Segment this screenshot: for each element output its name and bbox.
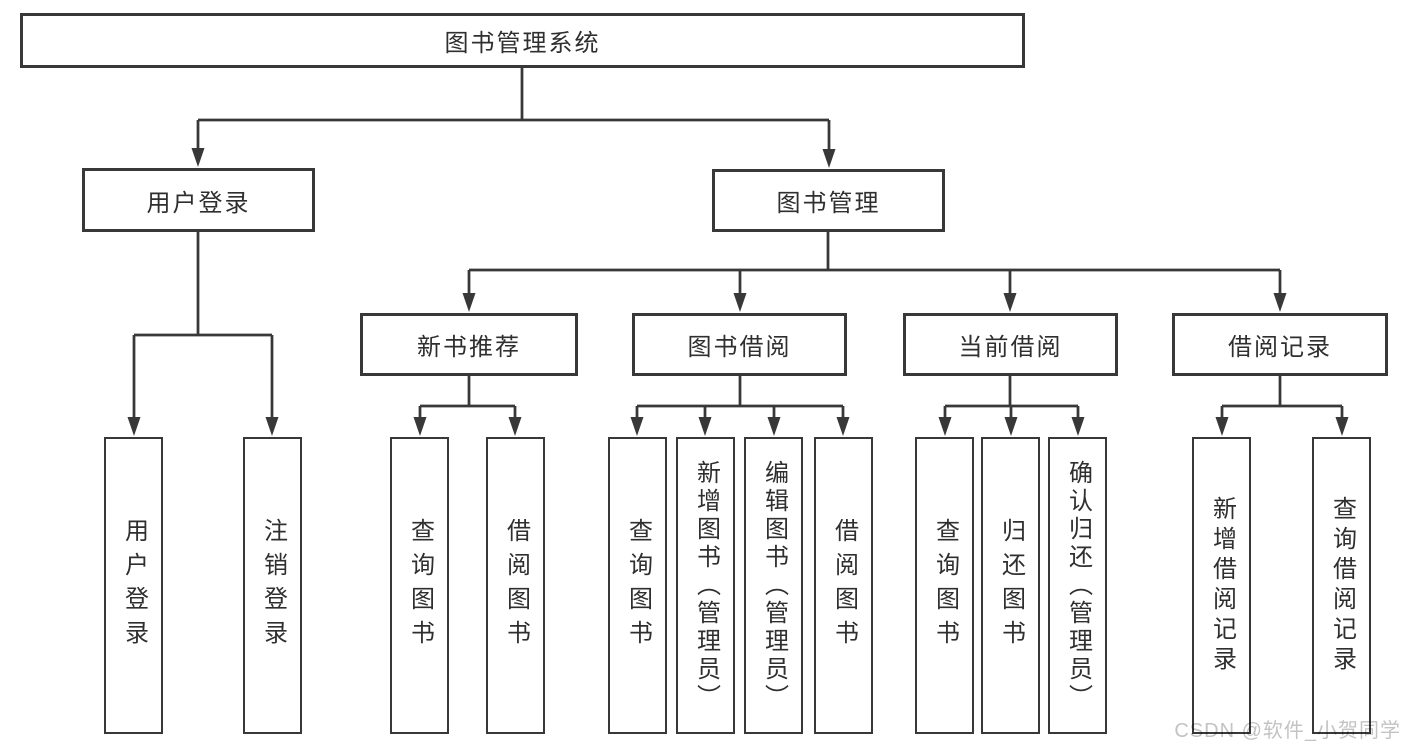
leaf-query-books-2-label: 查询图书 (624, 517, 652, 654)
leaf-query-books-1: 查询图书 (390, 437, 449, 734)
leaf-borrow-books-2: 借阅图书 (814, 437, 873, 734)
leaf-query-books-1-label: 查询图书 (406, 517, 434, 654)
leaf-borrow-books-2-label: 借阅图书 (830, 517, 858, 654)
leaf-user-login-label: 用户登录 (120, 517, 148, 654)
node-new-book-recommend: 新书推荐 (360, 313, 578, 376)
leaf-logout: 注销登录 (243, 437, 302, 734)
leaf-return-books: 归还图书 (981, 437, 1040, 734)
node-root-label: 图书管理系统 (444, 30, 601, 57)
node-root-library-system: 图书管理系统 (20, 13, 1025, 68)
node-user-login-label: 用户登录 (146, 189, 251, 217)
arrowheads (127, 148, 1349, 436)
leaf-query-borrow-record: 查询借阅记录 (1312, 437, 1371, 734)
leaf-add-borrow-record-label: 新增借阅记录 (1208, 495, 1236, 676)
leaf-add-borrow-record: 新增借阅记录 (1192, 437, 1251, 734)
node-borrowing-records-label: 借阅记录 (1228, 334, 1332, 361)
leaf-query-borrow-record-label: 查询借阅记录 (1328, 495, 1356, 676)
node-book-borrowing: 图书借阅 (632, 313, 847, 376)
leaf-logout-label: 注销登录 (259, 517, 287, 654)
leaf-edit-books-admin: 编辑图书（管理员） (744, 437, 803, 734)
node-book-management: 图书管理 (712, 169, 945, 232)
leaf-borrow-books-1-label: 借阅图书 (502, 517, 530, 654)
csdn-watermark: CSDN @软件_小贺同学 (1174, 720, 1401, 742)
node-current-borrowing-label: 当前借阅 (958, 334, 1063, 361)
leaf-query-books-3: 查询图书 (915, 437, 974, 734)
leaf-borrow-books-1: 借阅图书 (486, 437, 545, 734)
node-book-borrowing-label: 图书借阅 (687, 334, 792, 361)
leaf-confirm-return-admin-label: 确认归还（管理员） (1064, 459, 1092, 712)
node-user-login: 用户登录 (82, 168, 315, 232)
node-current-borrowing: 当前借阅 (903, 313, 1118, 376)
leaf-return-books-label: 归还图书 (997, 517, 1025, 654)
leaf-query-books-3-label: 查询图书 (931, 517, 959, 654)
leaf-add-books-admin-label: 新增图书（管理员） (692, 459, 720, 712)
leaf-user-login: 用户登录 (104, 437, 163, 734)
leaf-edit-books-admin-label: 编辑图书（管理员） (760, 459, 788, 712)
node-new-book-recommend-label: 新书推荐 (417, 334, 521, 361)
leaf-confirm-return-admin: 确认归还（管理员） (1048, 437, 1107, 734)
leaf-add-books-admin: 新增图书（管理员） (676, 437, 735, 734)
leaf-query-books-2: 查询图书 (608, 437, 667, 734)
node-borrowing-records: 借阅记录 (1172, 313, 1388, 376)
node-book-management-label: 图书管理 (776, 190, 881, 217)
